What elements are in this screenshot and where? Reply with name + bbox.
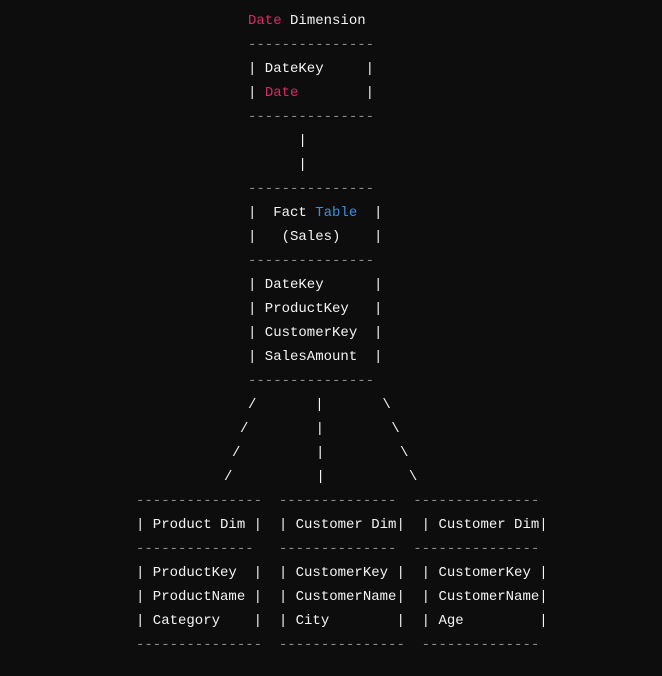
text-segment: --------------- --------------- --------… bbox=[136, 637, 540, 653]
text-segment: | ProductName | | CustomerName| | Custom… bbox=[136, 589, 548, 605]
divider: -------------- -------------- ----------… bbox=[136, 537, 539, 561]
dimension-fields: | ProductKey | | CustomerKey | | Custome… bbox=[136, 561, 548, 585]
text-segment: --------------- bbox=[248, 37, 375, 53]
text-segment: / | \ bbox=[248, 397, 391, 413]
text-segment: | bbox=[357, 205, 383, 221]
branch-connector: / | \ bbox=[232, 441, 408, 465]
connector: | bbox=[248, 129, 307, 153]
text-segment: | DateKey | bbox=[248, 277, 383, 293]
fact-table-title: | Fact Table | bbox=[248, 201, 382, 225]
date-field-date: | Date | bbox=[248, 81, 374, 105]
divider: --------------- --------------- --------… bbox=[136, 633, 539, 657]
text-segment: --------------- bbox=[248, 373, 375, 389]
fact-field: | SalesAmount | bbox=[248, 345, 382, 369]
text-segment: | CustomerKey | bbox=[248, 325, 383, 341]
text-segment: -------------- -------------- ----------… bbox=[136, 541, 540, 557]
date-field-datekey: | DateKey | bbox=[248, 57, 374, 81]
divider: --------------- bbox=[248, 249, 374, 273]
text-segment: Table bbox=[315, 205, 358, 221]
text-segment: | bbox=[248, 133, 307, 149]
branch-connector: / | \ bbox=[240, 417, 400, 441]
text-segment: Date bbox=[264, 85, 299, 101]
divider: --------------- -------------- ---------… bbox=[136, 489, 539, 513]
text-segment: | DateKey | bbox=[248, 61, 375, 77]
text-segment: | ProductKey | bbox=[248, 301, 383, 317]
connector: | bbox=[248, 153, 307, 177]
fact-table-subtitle: | (Sales) | bbox=[248, 225, 382, 249]
divider: --------------- bbox=[248, 105, 374, 129]
dimension-fields: | Category | | City | | Age | bbox=[136, 609, 548, 633]
text-segment: | bbox=[248, 157, 307, 173]
text-segment: / | \ bbox=[232, 445, 409, 461]
divider: --------------- bbox=[248, 369, 374, 393]
branch-connector: / | \ bbox=[248, 393, 391, 417]
text-segment: --------------- bbox=[248, 253, 375, 269]
text-segment: | (Sales) | bbox=[248, 229, 383, 245]
dimension-titles: | Product Dim | | Customer Dim| | Custom… bbox=[136, 513, 548, 537]
text-segment: | Category | | City | | Age | bbox=[136, 613, 548, 629]
fact-field: | CustomerKey | bbox=[248, 321, 382, 345]
fact-field: | ProductKey | bbox=[248, 297, 382, 321]
text-segment: | bbox=[248, 85, 265, 101]
dimension-fields: | ProductName | | CustomerName| | Custom… bbox=[136, 585, 548, 609]
text-segment: | SalesAmount | bbox=[248, 349, 383, 365]
divider: --------------- bbox=[248, 177, 374, 201]
text-segment: Date bbox=[248, 13, 282, 29]
branch-connector: / | \ bbox=[224, 465, 417, 489]
text-segment: | ProductKey | | CustomerKey | | Custome… bbox=[136, 565, 548, 581]
text-segment: | Fact bbox=[248, 205, 316, 221]
text-segment: Dimension bbox=[281, 13, 366, 29]
text-segment: | bbox=[298, 85, 375, 101]
text-segment: / | \ bbox=[240, 421, 400, 437]
date-dimension-title: Date Dimension bbox=[248, 9, 366, 33]
text-segment: --------------- bbox=[248, 181, 375, 197]
text-segment: --------------- bbox=[248, 109, 375, 125]
fact-field: | DateKey | bbox=[248, 273, 382, 297]
divider: --------------- bbox=[248, 33, 374, 57]
text-segment: / | \ bbox=[224, 469, 418, 485]
text-segment: --------------- -------------- ---------… bbox=[136, 493, 540, 509]
text-segment: | Product Dim | | Customer Dim| | Custom… bbox=[136, 517, 548, 533]
